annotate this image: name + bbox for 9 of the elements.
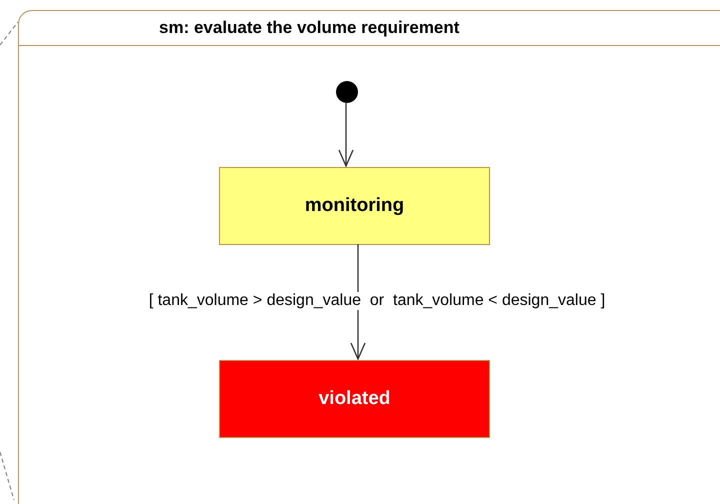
state-name: violated (318, 388, 390, 410)
guard-label: [ tank_volume > design_value or tank_volume < design_value ] (148, 292, 606, 310)
state-machine-frame (18, 10, 720, 504)
transition-arrow (338, 102, 354, 167)
initial-state-dot (336, 81, 358, 103)
frame-title: sm: evaluate the volume requirement (159, 18, 460, 38)
state-box (219, 360, 490, 438)
state-name: monitoring (304, 195, 404, 217)
state-box (219, 167, 490, 245)
